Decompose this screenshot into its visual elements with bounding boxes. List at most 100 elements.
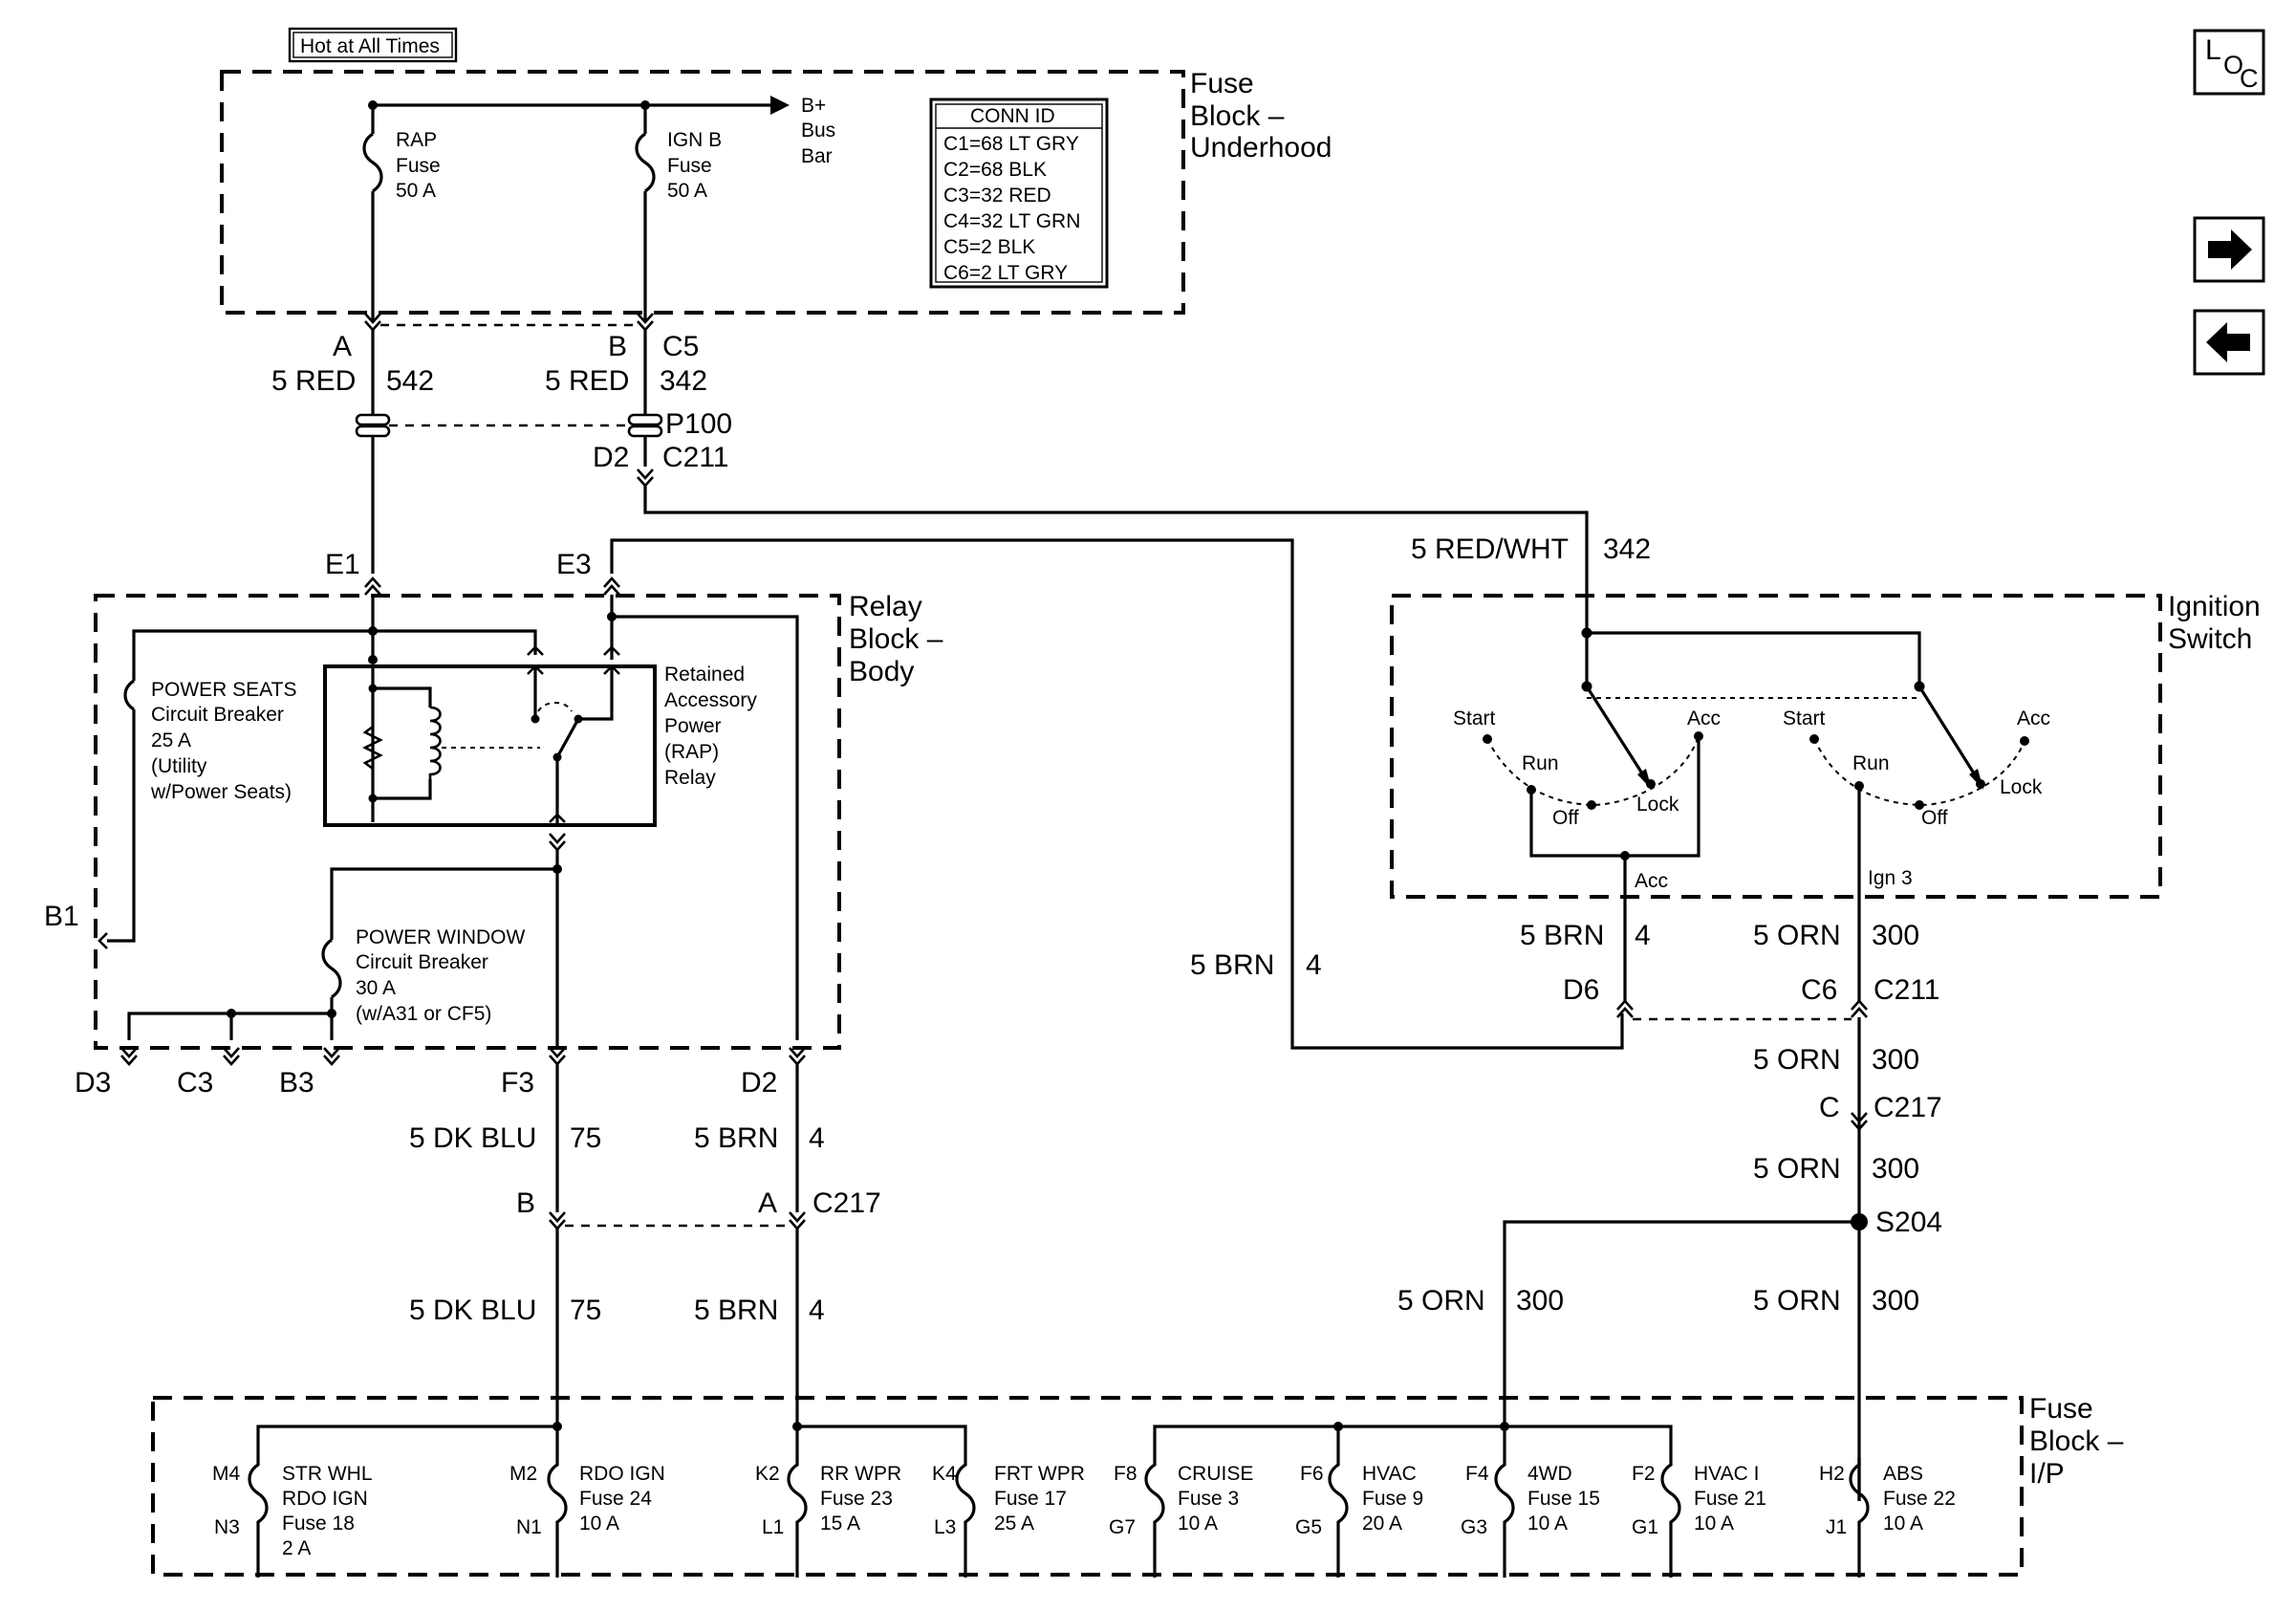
fuse-cruise: F8 G7 CRUISE Fuse 3 10 A xyxy=(1109,1458,1253,1578)
wire-ign3-orn-circuit: 300 xyxy=(1872,920,1919,951)
svg-text:L1: L1 xyxy=(762,1516,784,1538)
svg-text:H2: H2 xyxy=(1819,1463,1845,1485)
ignition-switch-border xyxy=(1390,594,2162,899)
wire-acc-brn-circuit: 4 xyxy=(1635,920,1651,951)
svg-text:C3=32 RED: C3=32 RED xyxy=(943,185,1051,207)
loc-button[interactable]: L O C xyxy=(2193,29,2265,96)
power-seats-label: POWER SEATS Circuit Breaker 25 A (Utilit… xyxy=(150,679,296,803)
pin-e3-label: E3 xyxy=(556,549,592,580)
pin-b1-label: B1 xyxy=(44,901,79,932)
svg-text:Circuit Breaker: Circuit Breaker xyxy=(356,951,488,973)
svg-text:Fuse 23: Fuse 23 xyxy=(820,1488,893,1510)
wire-acc-brn-color: 5 BRN xyxy=(1520,920,1604,951)
svg-text:Fuse 3: Fuse 3 xyxy=(1178,1488,1239,1510)
svg-text:Acc: Acc xyxy=(2017,708,2050,729)
loc-l-glyph: L xyxy=(2205,34,2221,66)
svg-text:HVAC I: HVAC I xyxy=(1694,1463,1759,1485)
svg-text:G7: G7 xyxy=(1109,1516,1136,1538)
svg-text:Off: Off xyxy=(1921,807,1948,829)
svg-text:Circuit Breaker: Circuit Breaker xyxy=(151,704,284,726)
svg-text:B+: B+ xyxy=(801,95,826,117)
svg-text:Fuse 18: Fuse 18 xyxy=(282,1513,355,1535)
power-window-label: POWER WINDOW Circuit Breaker 30 A (w/A31… xyxy=(356,926,525,1025)
p100-label: P100 xyxy=(665,408,732,440)
wire-c217-orn-color: 5 ORN xyxy=(1753,1044,1841,1076)
pin-e1-label: E1 xyxy=(325,549,360,580)
wire-red-wht-color: 5 RED/WHT xyxy=(1411,533,1569,565)
fuse-abs: H2 J1 ABS Fuse 22 10 A xyxy=(1819,1458,1956,1578)
svg-text:Fuse: Fuse xyxy=(2029,1393,2093,1425)
svg-text:Ignition: Ignition xyxy=(2168,591,2261,622)
svg-text:Block –: Block – xyxy=(2029,1426,2124,1457)
svg-text:F6: F6 xyxy=(1300,1463,1324,1485)
svg-text:Fuse 15: Fuse 15 xyxy=(1527,1488,1600,1510)
svg-text:CONN ID: CONN ID xyxy=(970,105,1055,127)
wire-brn-circuit: 4 xyxy=(809,1122,825,1154)
svg-text:Accessory: Accessory xyxy=(664,689,757,711)
ign-b-fuse-label: IGN B Fuse 50 A xyxy=(667,129,722,202)
pin-c-label: C xyxy=(1819,1092,1840,1123)
loc-o-glyph: O xyxy=(2223,51,2243,79)
wire-brn-long-color: 5 BRN xyxy=(1190,949,1274,981)
wire-red-wht-circuit: 342 xyxy=(1603,533,1651,565)
svg-text:F4: F4 xyxy=(1465,1463,1489,1485)
svg-text:10 A: 10 A xyxy=(1527,1513,1568,1535)
svg-text:F2: F2 xyxy=(1632,1463,1656,1485)
svg-text:FRT WPR: FRT WPR xyxy=(994,1463,1085,1485)
fuse-24-icon xyxy=(547,1458,568,1578)
svg-text:C5=2 BLK: C5=2 BLK xyxy=(943,236,1035,258)
svg-text:C4=32 LT GRN: C4=32 LT GRN xyxy=(943,210,1080,232)
svg-text:10 A: 10 A xyxy=(1178,1513,1218,1535)
wire-branch-right-circuit: 300 xyxy=(1872,1285,1919,1317)
fuse-block-ip-title: Fuse Block – I/P xyxy=(2029,1393,2124,1490)
svg-text:Run: Run xyxy=(1852,752,1890,774)
wire-542-color: 5 RED xyxy=(271,365,356,397)
next-page-button[interactable] xyxy=(2193,216,2265,283)
svg-text:K4: K4 xyxy=(932,1463,957,1485)
wire-branch-left-color: 5 ORN xyxy=(1397,1285,1485,1317)
fuse-hvac-i: F2 G1 HVAC I Fuse 21 10 A xyxy=(1632,1458,1766,1578)
svg-text:Relay: Relay xyxy=(849,591,922,622)
wire-brn-color-2: 5 BRN xyxy=(694,1295,778,1326)
power-seats-circuit-breaker-icon xyxy=(123,679,135,711)
svg-text:Acc: Acc xyxy=(1687,708,1721,729)
svg-text:ABS: ABS xyxy=(1883,1463,1923,1485)
wire-brn-color: 5 BRN xyxy=(694,1122,778,1154)
connector-c211-right-label: C211 xyxy=(1874,974,1940,1006)
svg-text:Ign 3: Ign 3 xyxy=(1868,867,1913,889)
svg-text:Fuse 24: Fuse 24 xyxy=(579,1488,652,1510)
svg-text:25 A: 25 A xyxy=(994,1513,1034,1535)
svg-text:Hot at All Times: Hot at All Times xyxy=(300,35,440,57)
svg-text:(w/A31 or CF5): (w/A31 or CF5) xyxy=(356,1003,491,1025)
svg-text:C6=2 LT GRY: C6=2 LT GRY xyxy=(943,262,1068,284)
svg-text:C2=68 BLK: C2=68 BLK xyxy=(943,159,1047,181)
relay-block-border xyxy=(94,594,841,1050)
connector-c217-right-label: C217 xyxy=(1874,1092,1942,1123)
hot-at-all-times-label: Hot at All Times xyxy=(288,27,458,63)
svg-text:CRUISE: CRUISE xyxy=(1178,1463,1253,1485)
wire-542-circuit: 542 xyxy=(386,365,434,397)
power-window-circuit-breaker-icon xyxy=(321,938,342,999)
svg-text:C1=68 LT GRY: C1=68 LT GRY xyxy=(943,133,1079,155)
fuse-15-icon xyxy=(1494,1458,1515,1578)
svg-text:K2: K2 xyxy=(755,1463,780,1485)
svg-text:G1: G1 xyxy=(1632,1516,1658,1538)
svg-text:HVAC: HVAC xyxy=(1362,1463,1417,1485)
previous-page-button[interactable] xyxy=(2193,309,2265,376)
svg-text:Lock: Lock xyxy=(2000,776,2043,798)
rap-relay-label: Retained Accessory Power (RAP) Relay xyxy=(664,664,757,789)
svg-text:J1: J1 xyxy=(1826,1516,1847,1538)
fuse-17-icon xyxy=(955,1458,976,1578)
svg-text:G3: G3 xyxy=(1461,1516,1487,1538)
svg-text:Lock: Lock xyxy=(1636,794,1679,816)
fuse-str-whl-rdo-ign: M4 N3 STR WHL RDO IGN Fuse 18 2 A xyxy=(212,1458,373,1578)
svg-text:F8: F8 xyxy=(1114,1463,1137,1485)
svg-text:Fuse 9: Fuse 9 xyxy=(1362,1488,1423,1510)
svg-text:Fuse 17: Fuse 17 xyxy=(994,1488,1067,1510)
svg-text:RDO IGN: RDO IGN xyxy=(282,1488,368,1510)
svg-text:10 A: 10 A xyxy=(1883,1513,1923,1535)
pin-d6-label: D6 xyxy=(1563,974,1599,1006)
loc-c-glyph: C xyxy=(2240,64,2259,93)
ignition-left-switch: Start Run Off Lock Acc Acc xyxy=(1453,686,1721,897)
svg-text:Acc: Acc xyxy=(1635,870,1668,892)
